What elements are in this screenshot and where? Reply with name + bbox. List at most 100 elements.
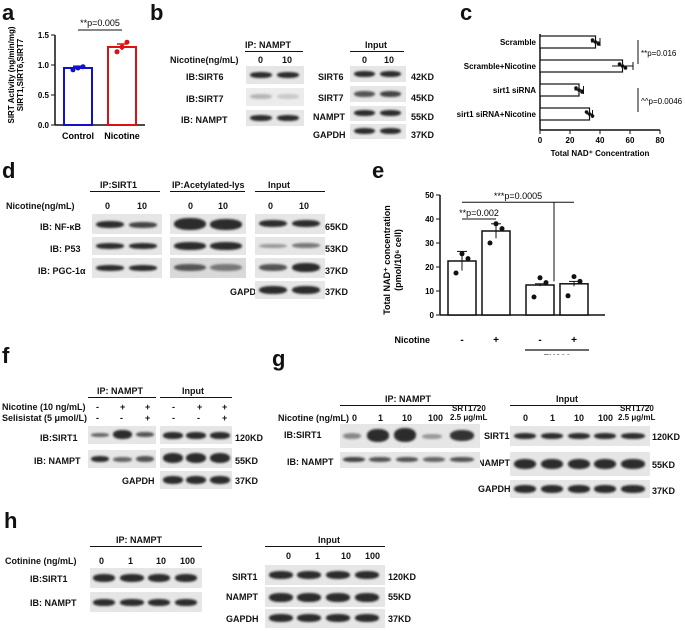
g-in-sirt-1: SRT1720 xyxy=(620,404,654,413)
c-point xyxy=(577,88,581,92)
d-dose-0: 0 xyxy=(105,201,111,211)
a-bar xyxy=(107,46,137,126)
g-dose-2: 10 xyxy=(402,413,413,423)
e-nicotine-sign: + xyxy=(571,335,577,346)
c-xlabel-1: Total NAD⁺ Concentration xyxy=(551,149,650,158)
a-point xyxy=(124,39,130,45)
g-blot-in-nampt xyxy=(510,452,650,476)
g-input-underline xyxy=(510,405,650,406)
b-blot-input-nampt xyxy=(350,106,406,121)
c-point xyxy=(623,66,628,70)
c-point xyxy=(617,62,622,66)
e-bar xyxy=(525,284,555,316)
g-ip-row-1: IB: NAMPT xyxy=(287,457,334,467)
f-blot-in-nampt xyxy=(160,448,232,468)
c-point xyxy=(590,38,595,42)
d-header-0-line xyxy=(90,191,160,192)
c-xlabel-2: (pmol10⁶ cells) xyxy=(571,159,628,160)
h-ip-row-1: IB: NAMPT xyxy=(30,598,77,608)
g-ip-header: IP: NAMPT xyxy=(385,394,431,404)
f-blot-in-gapdh xyxy=(160,471,232,489)
b-ip-header: IP: NAMPT xyxy=(245,40,291,50)
h-blot-ip-sirt1 xyxy=(90,568,202,588)
e-fk-label: FK866 xyxy=(543,353,570,355)
e-point xyxy=(453,270,459,276)
f-blot-in-sirt1 xyxy=(160,426,232,444)
h-size-1: 55KD xyxy=(388,592,412,602)
b-ip-underline xyxy=(245,51,303,52)
b-blot-ip-sirt7 xyxy=(246,88,304,106)
a-bar xyxy=(63,67,93,126)
a-y-tick-label: 1.0 xyxy=(38,61,50,70)
g-blot-in-sirt1 xyxy=(510,426,650,446)
d-dose-3: 10 xyxy=(218,201,229,211)
b-blot-ip-nampt xyxy=(246,110,304,126)
g-dose-0: 0 xyxy=(352,413,358,423)
b-ip-row-2: IB: NAMPT xyxy=(181,115,228,125)
d-row-0: IB: NF-κB xyxy=(40,222,82,232)
c-point xyxy=(593,40,598,44)
e-nicotine-sign: - xyxy=(460,335,463,346)
b-blot-input-sirt7 xyxy=(350,86,406,102)
d-size-3: 37KD xyxy=(325,287,349,297)
f-size-1: 55KD xyxy=(235,456,259,466)
f-sign2-5: + xyxy=(222,413,228,423)
panel-label-d: d xyxy=(2,158,16,183)
c-x-tick-label: 20 xyxy=(566,136,575,145)
a-ylabel-1: SIRT Activity (ng/min/mg) xyxy=(7,26,16,123)
f-sign1-3: - xyxy=(172,402,175,412)
c-point xyxy=(590,114,595,118)
f-sign2-1: - xyxy=(120,413,123,423)
g-size-2: 37KD xyxy=(652,486,676,496)
c-bar xyxy=(539,59,624,73)
f-sign1-2: + xyxy=(145,402,151,412)
a-y-tick-label: 0.0 xyxy=(38,121,50,130)
c-annotation-2: ^^p=0.0046 xyxy=(641,97,683,106)
panel-label-h: h xyxy=(4,508,18,533)
f-row-0: IB:SIRT1 xyxy=(40,433,78,443)
d-dose-2: 0 xyxy=(188,201,194,211)
h-in-row-2: GAPDH xyxy=(226,614,259,624)
d-blot-ac-pgc xyxy=(170,258,246,278)
g-input-header: Input xyxy=(556,394,578,404)
c-x-tick-label: 80 xyxy=(656,136,665,145)
h-in-row-0: SIRT1 xyxy=(232,572,258,582)
panel-label-f: f xyxy=(2,343,10,368)
e-y-tick-label: 50 xyxy=(425,191,434,200)
e-y-tick-label: 10 xyxy=(425,287,434,296)
f-sign1-5: + xyxy=(222,402,228,412)
h-ip-row-0: IB:SIRT1 xyxy=(30,574,68,584)
f-sign1-0: - xyxy=(96,402,99,412)
g-in-row-0: SIRT1 xyxy=(484,431,510,441)
a-x-tick-label: Control xyxy=(62,131,94,141)
b-size-1: 45KD xyxy=(411,93,435,103)
h-dose-0: 0 xyxy=(99,556,105,566)
h-dose-3: 100 xyxy=(180,556,196,566)
g-sirt-1: SRT1720 xyxy=(452,404,486,413)
e-point xyxy=(531,294,537,300)
b-input-row-1: SIRT7 xyxy=(318,93,344,103)
b-size-2: 55KD xyxy=(411,112,435,122)
b-input-underline xyxy=(350,51,404,52)
h-condition-label: Cotinine (ng/mL) xyxy=(5,556,77,566)
c-bar xyxy=(539,35,597,49)
c-y-tick-label: Scramble+Nicotine xyxy=(464,62,537,71)
h-ip-underline xyxy=(90,546,202,547)
c-x-tick-label: 0 xyxy=(538,136,543,145)
c-bar xyxy=(539,83,580,97)
a-y-tick-label: 1.5 xyxy=(38,31,50,40)
f-sign1-1: + xyxy=(120,402,126,412)
g-in-sirt-2: 2.5 μg/mL xyxy=(618,413,656,422)
e-point xyxy=(577,278,583,284)
d-blot-ip-pgc xyxy=(92,258,162,278)
b-ip-row-1: IB:SIRT7 xyxy=(186,94,224,104)
e-bar xyxy=(559,283,589,316)
f-ip-header: IP: NAMPT xyxy=(97,386,143,396)
b-input-dose-1: 10 xyxy=(384,55,395,65)
d-blot-in-pgc xyxy=(255,258,325,278)
e-nicotine-sign: - xyxy=(538,335,541,346)
g-condition-label: Nicotine (ng/mL) xyxy=(278,413,349,423)
g-in-row-1: NAMPT xyxy=(478,458,510,468)
d-dose-1: 10 xyxy=(137,201,148,211)
